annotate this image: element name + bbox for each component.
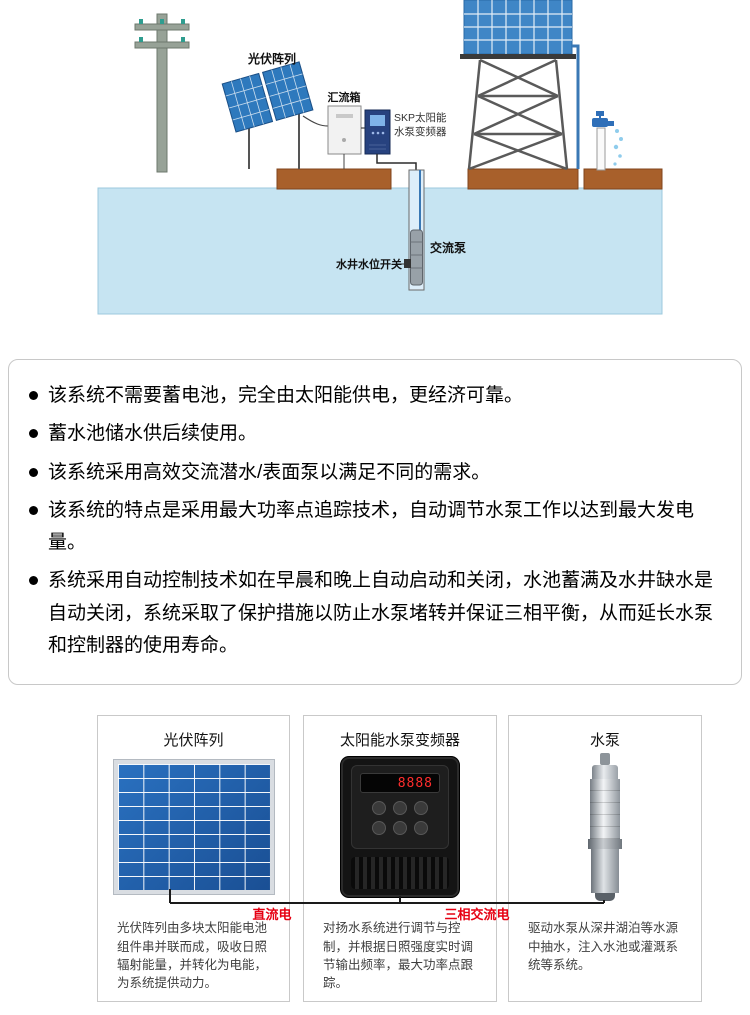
pump-coupling <box>588 839 622 850</box>
system-schematic: 光伏阵列 汇流箱 SKP太阳能 水泵变频器 交流泵 水井水位开关 <box>0 0 750 345</box>
pump-outlet <box>600 753 610 766</box>
keypad-button <box>371 801 386 816</box>
feature-text: 该系统的特点是采用最大功率点追踪技术，自动调节水泵工作以达到最大发电量。 <box>48 499 695 554</box>
component-card-inverter: 太阳能水泵变频器 8888 <box>303 715 497 1003</box>
list-item: 该系统采用高效交流潜水/表面泵以满足不同的需求。 <box>23 457 727 489</box>
list-item: 该系统不需要蓄电池，完全由太阳能供电，更经济可靠。 <box>23 380 727 412</box>
card-description: 对扬水系统进行调节与控制，并根据日照强度实时调节输出频率，最大功率点跟踪。 <box>323 921 474 990</box>
feature-text: 该系统不需要蓄电池，完全由太阳能供电，更经济可靠。 <box>48 385 524 406</box>
card-description: 驱动水泵从深井湖泊等水源中抽水，注入水池或灌溉系统等系统。 <box>528 921 679 972</box>
feature-text: 该系统采用高效交流潜水/表面泵以满足不同的需求。 <box>48 461 491 483</box>
bullet-icon <box>29 576 38 586</box>
bullet-icon <box>29 391 38 400</box>
water-level-switch-label: 水井水位开关 <box>336 257 402 271</box>
keypad-button <box>414 801 429 816</box>
combiner-box <box>327 105 365 169</box>
card-title: 水泵 <box>589 732 620 750</box>
card-title: 太阳能水泵变频器 <box>339 732 460 750</box>
solar-cells <box>117 764 270 891</box>
water-droplets <box>613 129 623 166</box>
card-description: 光伏阵列由多块太阳能电池组件串并联而成，吸收日照辐射能量，并转化为电能，为系统提… <box>117 921 268 990</box>
system-schematic-svg: 光伏阵列 汇流箱 SKP太阳能 水泵变频器 交流泵 水井水位开关 <box>97 0 663 315</box>
inverter-label-line2: 水泵变频器 <box>394 125 447 138</box>
pump-motor <box>591 849 619 894</box>
inverter-face: 8888 <box>351 765 449 850</box>
water-level-switch <box>396 259 411 268</box>
list-item: 该系统的特点是采用最大功率点追踪技术，自动调节水泵工作以达到最大发电量。 <box>23 495 727 560</box>
bullet-icon <box>29 429 38 439</box>
submersible-pump <box>410 229 423 286</box>
keypad-button <box>392 801 407 816</box>
inverter-heatsink <box>351 857 449 890</box>
keypad-button <box>392 821 407 836</box>
faucet <box>592 111 623 171</box>
pump-body <box>590 779 620 840</box>
inverter-label-line1: SKP太阳能 <box>394 111 447 124</box>
list-item: 蓄水池储水供后续使用。 <box>23 418 727 450</box>
inverter-display: 8888 <box>360 773 440 794</box>
bullet-icon <box>29 467 38 477</box>
component-card-pv-array: 光伏阵列 光伏阵列由多块太阳能电池组件串并联而成，吸收日照辐射能量，并转化为电能… <box>97 715 290 1003</box>
pump-head <box>592 765 618 780</box>
inverter <box>364 109 391 155</box>
pv-module-image <box>98 751 289 903</box>
inverter-image: 8888 <box>304 751 496 903</box>
feature-text: 蓄水池储水供后续使用。 <box>48 423 258 445</box>
pv-array <box>221 61 329 169</box>
list-item: 系统采用自动控制技术如在早晨和晚上自动启动和关闭，水池蓄满及水井缺水是自动关闭，… <box>23 565 727 662</box>
riser-pipe <box>572 44 580 169</box>
features-box: 该系统不需要蓄电池，完全由太阳能供电，更经济可靠。 蓄水池储水供后续使用。 该系… <box>8 359 742 686</box>
water-tank <box>460 0 576 59</box>
feature-text: 系统采用自动控制技术如在早晨和晚上自动启动和关闭，水池蓄满及水井缺水是自动关闭，… <box>48 570 714 657</box>
underground-water <box>97 187 663 315</box>
card-title: 光伏阵列 <box>163 732 224 750</box>
combiner-box-label: 汇流箱 <box>328 90 361 104</box>
ac-pump-label: 交流泵 <box>430 240 466 255</box>
pump-cap <box>595 893 615 902</box>
utility-pole <box>134 13 190 173</box>
keypad-button <box>371 821 386 836</box>
pump-image <box>509 751 701 903</box>
soil-blocks <box>276 168 663 190</box>
keypad-button <box>414 821 429 836</box>
tower <box>467 58 569 171</box>
inverter-keypad <box>368 801 432 836</box>
bullet-icon <box>29 505 38 515</box>
inverter-graphic: 8888 <box>340 756 460 899</box>
pv-array-label: 光伏阵列 <box>247 51 296 66</box>
component-card-pump: 水泵 驱动水泵从深井湖泊等水源中抽水，注入水池或灌溉系统等系统。 <box>508 715 702 1003</box>
solar-panel-graphic <box>113 760 274 895</box>
components-section: 光伏阵列 光伏阵列由多块太阳能电池组件串并联而成，吸收日照辐射能量，并转化为电能… <box>0 715 750 1015</box>
pump-graphic <box>588 753 622 902</box>
